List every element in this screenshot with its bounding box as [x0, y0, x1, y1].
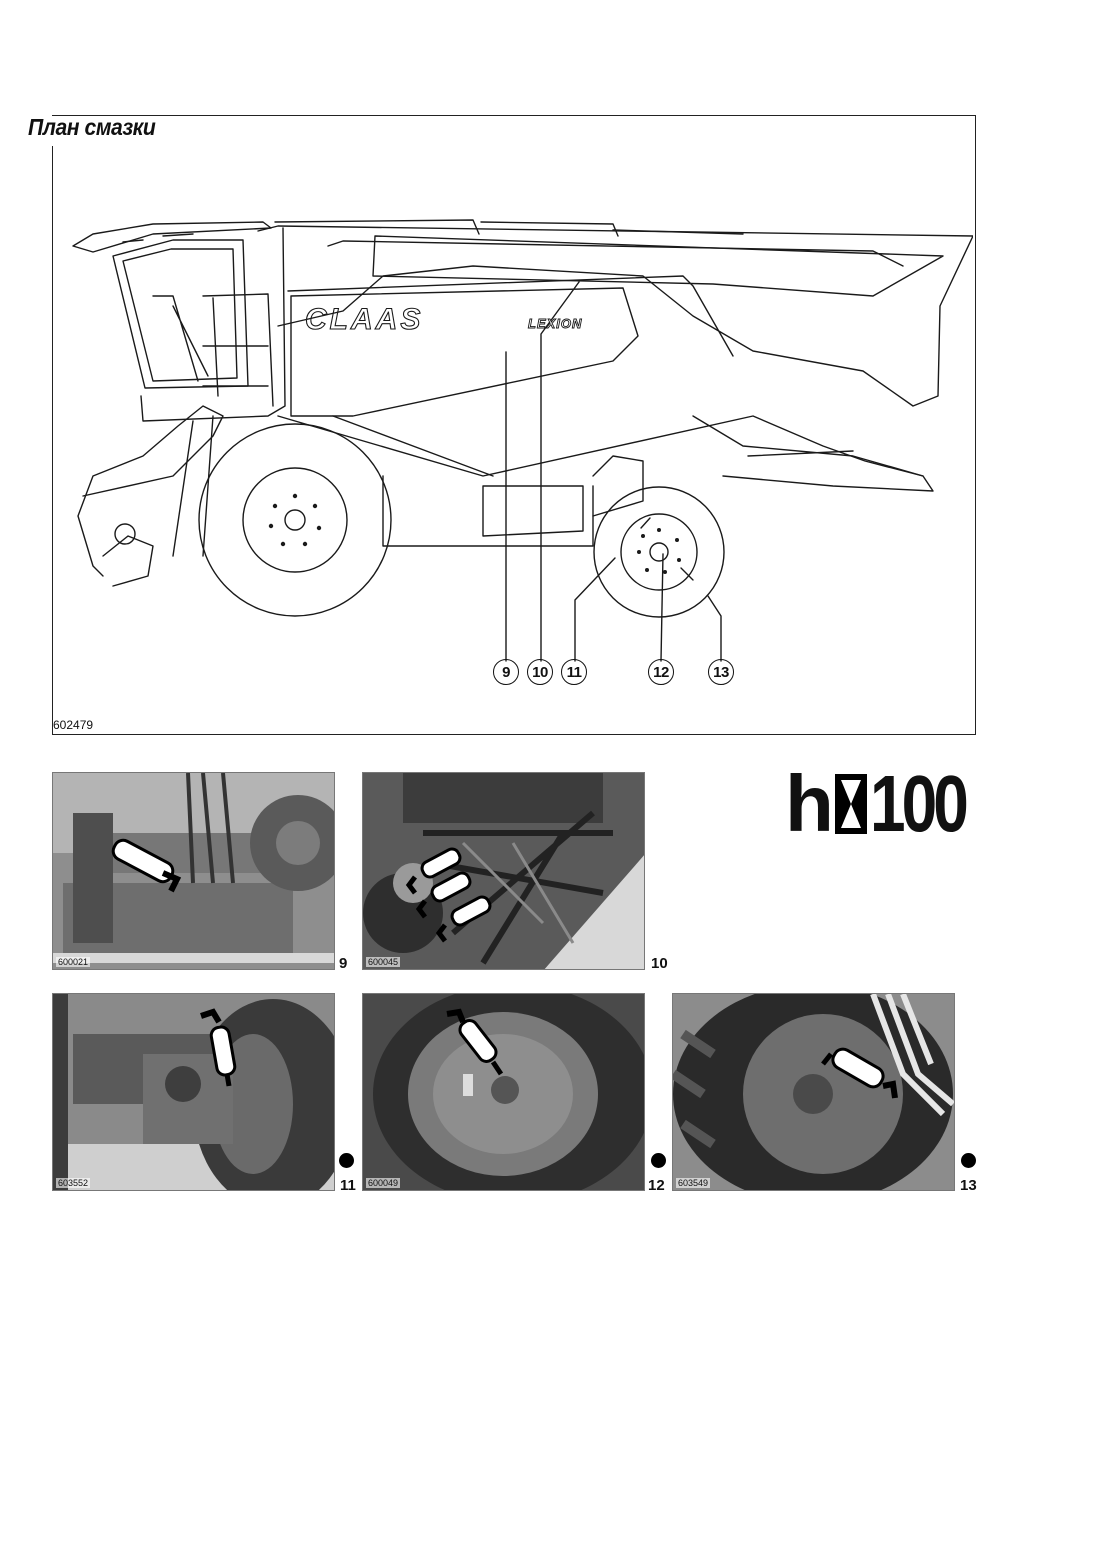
grease-gun-icon [200, 1008, 237, 1087]
photo-9-code: 600021 [56, 957, 91, 967]
grease-gun-icon [405, 847, 492, 943]
interval-dot-icon [339, 1153, 354, 1168]
photo-12-image [363, 994, 644, 1190]
photo-10: 600045 [362, 772, 645, 970]
drawing-frame [52, 115, 976, 735]
combine-harvester-drawing: CLAAS LEXION [72, 219, 973, 662]
figure-code: 602479 [53, 718, 94, 732]
photo-13: 603549 [672, 993, 955, 1191]
callout-11: 11 [561, 659, 587, 685]
photo-10-image [363, 773, 644, 969]
photo-10-code: 600045 [366, 957, 401, 967]
callout-10: 10 [527, 659, 553, 685]
photo-11-code: 603552 [56, 1178, 91, 1188]
photo-9: 600021 [52, 772, 335, 970]
photo-9-image [53, 773, 334, 969]
photo-10-number: 10 [651, 955, 668, 972]
photo-11-image [53, 994, 334, 1190]
photo-12-code: 600049 [366, 1178, 401, 1188]
drawing-brand-label: CLAAS [305, 303, 423, 336]
callout-13: 13 [708, 659, 734, 685]
photo-12-number: 12 [648, 1177, 665, 1194]
callout-12: 12 [648, 659, 674, 685]
service-interval: h 100 [785, 759, 988, 848]
page-title: План смазки [28, 114, 156, 140]
grease-gun-icon [446, 1008, 504, 1076]
interval-dot-icon [961, 1153, 976, 1168]
photo-11: 603552 [52, 993, 335, 1191]
photo-13-image [673, 994, 954, 1190]
interval-dot-icon [651, 1153, 666, 1168]
photo-13-number: 13 [960, 1177, 977, 1194]
grease-gun-icon [821, 1047, 898, 1099]
hourglass-icon [834, 774, 867, 834]
grease-gun-icon [111, 838, 182, 893]
photo-13-code: 603549 [676, 1178, 711, 1188]
photo-12: 600049 [362, 993, 645, 1191]
interval-hours-value: 100 [869, 759, 969, 848]
drawing-frame-left-edge [52, 146, 53, 735]
photo-9-number: 9 [339, 955, 348, 972]
interval-hours-symbol: h [785, 759, 834, 848]
photo-11-number: 11 [340, 1177, 356, 1194]
callout-9: 9 [493, 659, 519, 685]
drawing-model-label: LEXION [528, 316, 582, 331]
